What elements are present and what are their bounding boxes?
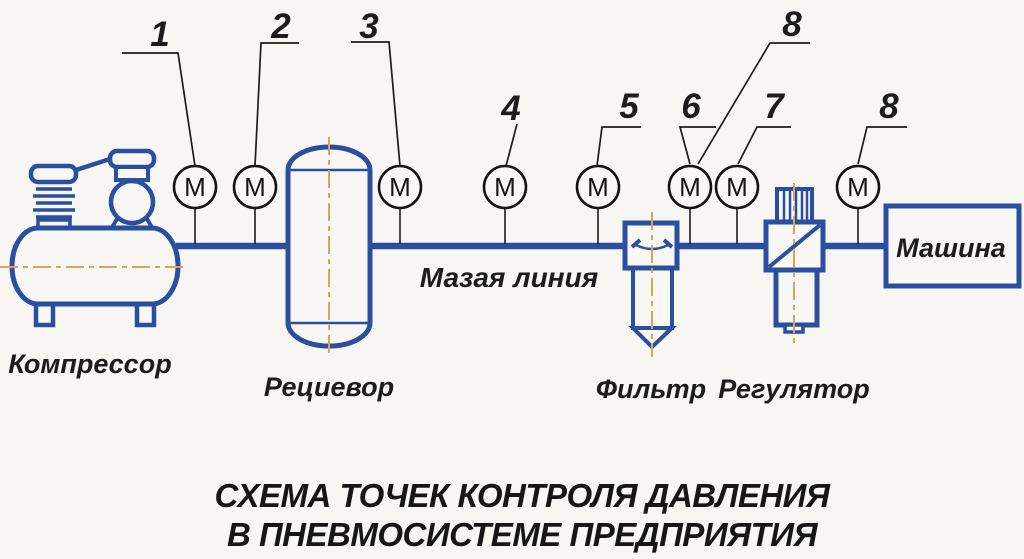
main-line-label: Мазая линия <box>420 262 598 293</box>
callout-number-7: 7 <box>764 87 785 126</box>
compressor-right-head-flange <box>114 165 150 182</box>
callout-number-8a: 8 <box>782 5 802 44</box>
filter-label: Фильтр <box>596 374 706 404</box>
pressure-gauge-7: М <box>714 164 760 210</box>
callout-number-2: 2 <box>270 7 291 46</box>
compressor-left-head-cap <box>28 163 79 185</box>
pressure-gauge-8: М <box>835 164 881 210</box>
gauge-letter: М <box>726 172 748 202</box>
gauge-letter: М <box>494 172 516 202</box>
compressor-cooling-fins <box>33 187 75 230</box>
regulator-bowl <box>773 267 820 328</box>
pressure-gauge-5: М <box>575 164 621 210</box>
compressor-label: Компрессор <box>8 349 171 379</box>
receiver-label: Рециевор <box>264 372 394 402</box>
gauge-stems <box>194 208 859 244</box>
compressor-pump-body <box>108 178 156 226</box>
regulator-knob-knurling <box>782 191 809 220</box>
leader-1 <box>122 52 196 167</box>
leader-5 <box>596 126 641 167</box>
callout-number-5: 5 <box>619 87 639 126</box>
diagram-title: СХЕМА ТОЧЕК КОНТРОЛЯ ДАВЛЕНИЯ В ПНЕВМОСИ… <box>215 477 832 553</box>
leader-4 <box>505 123 518 167</box>
centerlines <box>0 137 795 357</box>
leader-7 <box>737 126 791 165</box>
gauge-letter: М <box>184 172 206 202</box>
leader-8a <box>697 42 810 165</box>
leader-3 <box>351 41 401 167</box>
gauge-letter: М <box>847 172 869 202</box>
callout-number-3: 3 <box>359 7 379 46</box>
leader-6 <box>678 126 716 165</box>
leader-2 <box>254 42 299 167</box>
gauge-letter: М <box>244 172 266 202</box>
compressor-head-pipe <box>72 155 114 174</box>
callout-leaders <box>122 41 907 167</box>
pressure-gauges: М М М М М М М М <box>172 164 881 210</box>
callout-number-1: 1 <box>150 15 169 54</box>
pressure-gauge-2: М <box>232 164 278 210</box>
compressor-right-head-cap <box>107 148 157 170</box>
gauge-letter: М <box>587 172 609 202</box>
regulator-diagonal <box>767 223 822 269</box>
machine-box <box>883 203 1022 289</box>
gauge-letter: М <box>389 172 411 202</box>
title-line-2: В ПНЕВМОСИСТЕМЕ ПРЕДПРИЯТИЯ <box>227 516 819 553</box>
regulator-label: Регулятор <box>718 374 869 404</box>
machine-label: Машина <box>896 233 1006 263</box>
leader-8b <box>857 126 907 165</box>
pressure-gauge-6: М <box>667 164 713 210</box>
callout-number-4: 4 <box>500 89 520 128</box>
compressor-tank <box>9 225 181 307</box>
compressor-symbol <box>9 148 181 328</box>
callout-number-8b: 8 <box>879 87 899 126</box>
pressure-gauge-1: М <box>172 164 218 210</box>
title-line-1: СХЕМА ТОЧЕК КОНТРОЛЯ ДАВЛЕНИЯ <box>215 477 831 514</box>
callout-number-6: 6 <box>681 87 701 126</box>
pressure-gauge-3: М <box>377 164 423 210</box>
callout-numbers: 1 2 3 4 5 6 8 7 8 <box>150 5 899 128</box>
pressure-gauge-4: М <box>482 164 528 210</box>
gauge-letter: М <box>679 172 701 202</box>
